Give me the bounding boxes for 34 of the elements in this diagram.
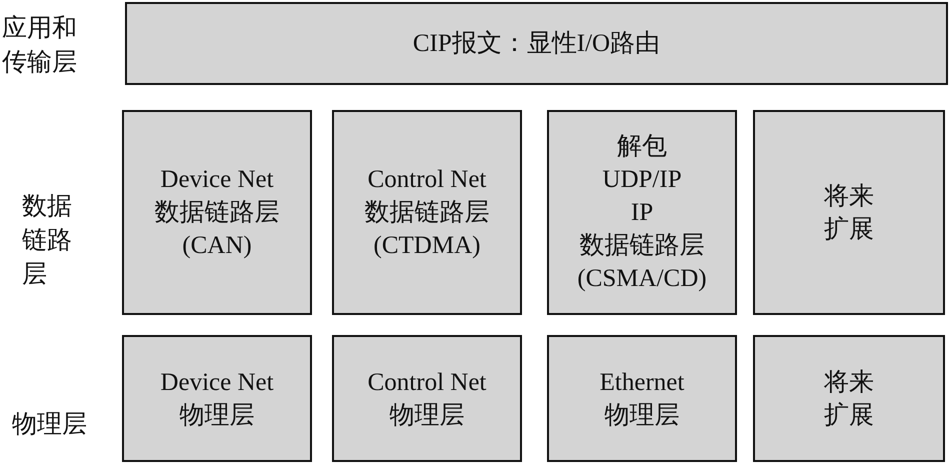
box-text: 将来 — [824, 182, 874, 212]
protocol-box — [753, 335, 945, 462]
layer-label: 物理层 — [12, 410, 88, 440]
box-text: UDP/IP — [602, 165, 682, 195]
layer-label: 数据链路层 — [22, 192, 73, 290]
protocol-box — [122, 335, 312, 462]
box-text: 扩展 — [824, 214, 874, 244]
protocol-box — [547, 110, 737, 315]
box-text: 数据链路层 — [580, 231, 704, 261]
box-text: 将来 — [824, 368, 874, 398]
box-text: 数据链路层 — [364, 198, 490, 228]
protocol-box — [547, 335, 737, 462]
box-text: (CSMA/CD) — [577, 264, 707, 294]
box-text: Control Net — [368, 165, 486, 195]
layer-box — [125, 2, 948, 85]
box-text: (CTDMA) — [374, 231, 480, 261]
box-text: 扩展 — [824, 400, 874, 430]
box-text: 解包 — [617, 132, 667, 162]
box-text: 物理层 — [390, 400, 464, 430]
box-text: 物理层 — [604, 400, 680, 430]
box-text: 物理层 — [180, 400, 254, 430]
box-text: Ethernet — [600, 368, 684, 398]
box-text: Device Net — [160, 368, 274, 398]
box-text: (CAN) — [182, 231, 252, 261]
box-text: CIP报文：显性I/O路由 — [412, 29, 660, 59]
box-text: 数据链路层 — [154, 198, 280, 228]
box-text: Device Net — [160, 165, 274, 195]
box-text: IP — [630, 198, 654, 228]
protocol-box — [332, 110, 522, 315]
protocol-box — [122, 110, 312, 315]
protocol-box — [753, 110, 945, 315]
box-text: Control Net — [368, 368, 486, 398]
protocol-box — [332, 335, 522, 462]
layer-label: 应用和传输层 — [2, 14, 78, 78]
